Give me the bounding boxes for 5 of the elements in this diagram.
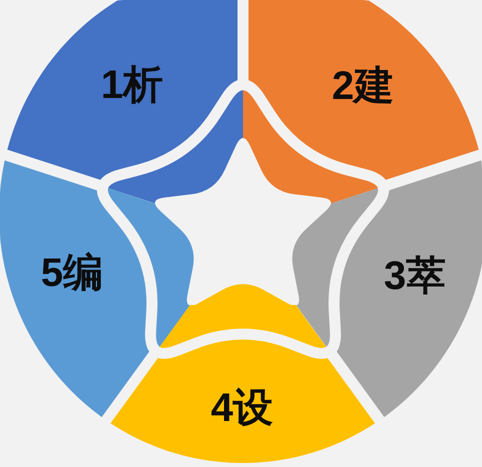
segment-label: 4设 — [210, 388, 274, 428]
segment-label: 2建 — [332, 66, 394, 106]
segment-label: 5编 — [40, 252, 104, 293]
segment-label: 1析 — [100, 65, 164, 105]
segment-label: 3萃 — [384, 256, 446, 296]
